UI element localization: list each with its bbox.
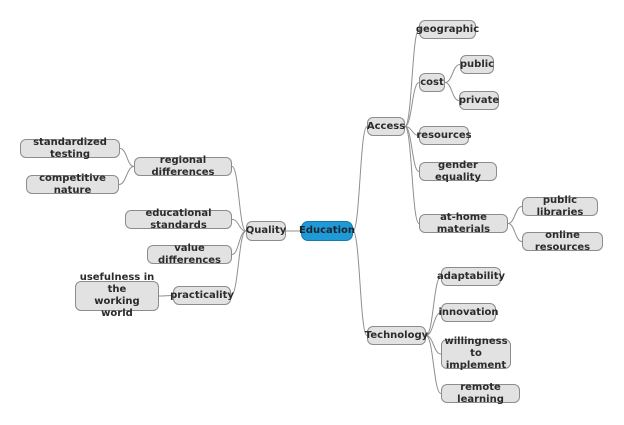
node-innovation[interactable]: innovation bbox=[439, 303, 499, 322]
node-gender-equality[interactable]: gender equality bbox=[419, 160, 497, 183]
node-regional-differences[interactable]: regional differences bbox=[134, 155, 232, 178]
node-willingness[interactable]: willingness to implement bbox=[441, 336, 511, 371]
node-usefulness[interactable]: usefulness in the working world bbox=[75, 272, 159, 319]
node-public[interactable]: public bbox=[460, 55, 494, 74]
link-practicality-usefulness bbox=[158, 295, 174, 297]
link-technology-remote-learning bbox=[425, 335, 442, 394]
link-regional-differences-standardized-testing bbox=[119, 148, 135, 167]
node-standardized-testing[interactable]: standardized testing bbox=[20, 137, 120, 160]
link-technology-adaptability bbox=[425, 276, 442, 336]
link-access-at-home-materials bbox=[404, 126, 420, 224]
link-cost-public bbox=[444, 64, 461, 83]
link-education-technology bbox=[352, 230, 368, 336]
link-quality-regional-differences bbox=[231, 166, 247, 232]
link-education-access bbox=[352, 126, 368, 232]
link-technology-innovation bbox=[425, 312, 442, 336]
node-online-resources[interactable]: online resources bbox=[522, 230, 603, 253]
node-value-differences[interactable]: value differences bbox=[147, 243, 232, 266]
node-educational-standards[interactable]: educational standards bbox=[125, 208, 232, 231]
link-access-cost bbox=[404, 82, 420, 127]
link-at-home-materials-public-libraries bbox=[507, 206, 523, 224]
link-access-geographic bbox=[404, 29, 420, 127]
node-at-home-materials[interactable]: at-home materials bbox=[419, 212, 508, 235]
link-quality-educational-standards bbox=[231, 219, 247, 232]
node-education[interactable]: Education bbox=[299, 221, 355, 241]
node-cost[interactable]: cost bbox=[419, 73, 445, 92]
link-cost-private bbox=[444, 82, 460, 101]
node-geographic[interactable]: geographic bbox=[416, 20, 479, 39]
node-technology[interactable]: Technology bbox=[365, 326, 428, 345]
node-practicality[interactable]: practicality bbox=[170, 286, 234, 305]
node-access[interactable]: Access bbox=[367, 117, 405, 136]
link-quality-practicality bbox=[230, 230, 247, 296]
link-at-home-materials-online-resources bbox=[507, 223, 523, 242]
node-resources[interactable]: resources bbox=[416, 126, 472, 145]
node-competitive-nature[interactable]: competitive nature bbox=[26, 173, 119, 196]
link-regional-differences-competitive-nature bbox=[118, 166, 135, 185]
node-quality[interactable]: Quality bbox=[246, 221, 286, 241]
node-adaptability[interactable]: adaptability bbox=[437, 267, 505, 286]
node-public-libraries[interactable]: public libraries bbox=[522, 195, 598, 218]
node-remote-learning[interactable]: remote learning bbox=[441, 382, 520, 405]
node-private[interactable]: private bbox=[459, 91, 499, 110]
